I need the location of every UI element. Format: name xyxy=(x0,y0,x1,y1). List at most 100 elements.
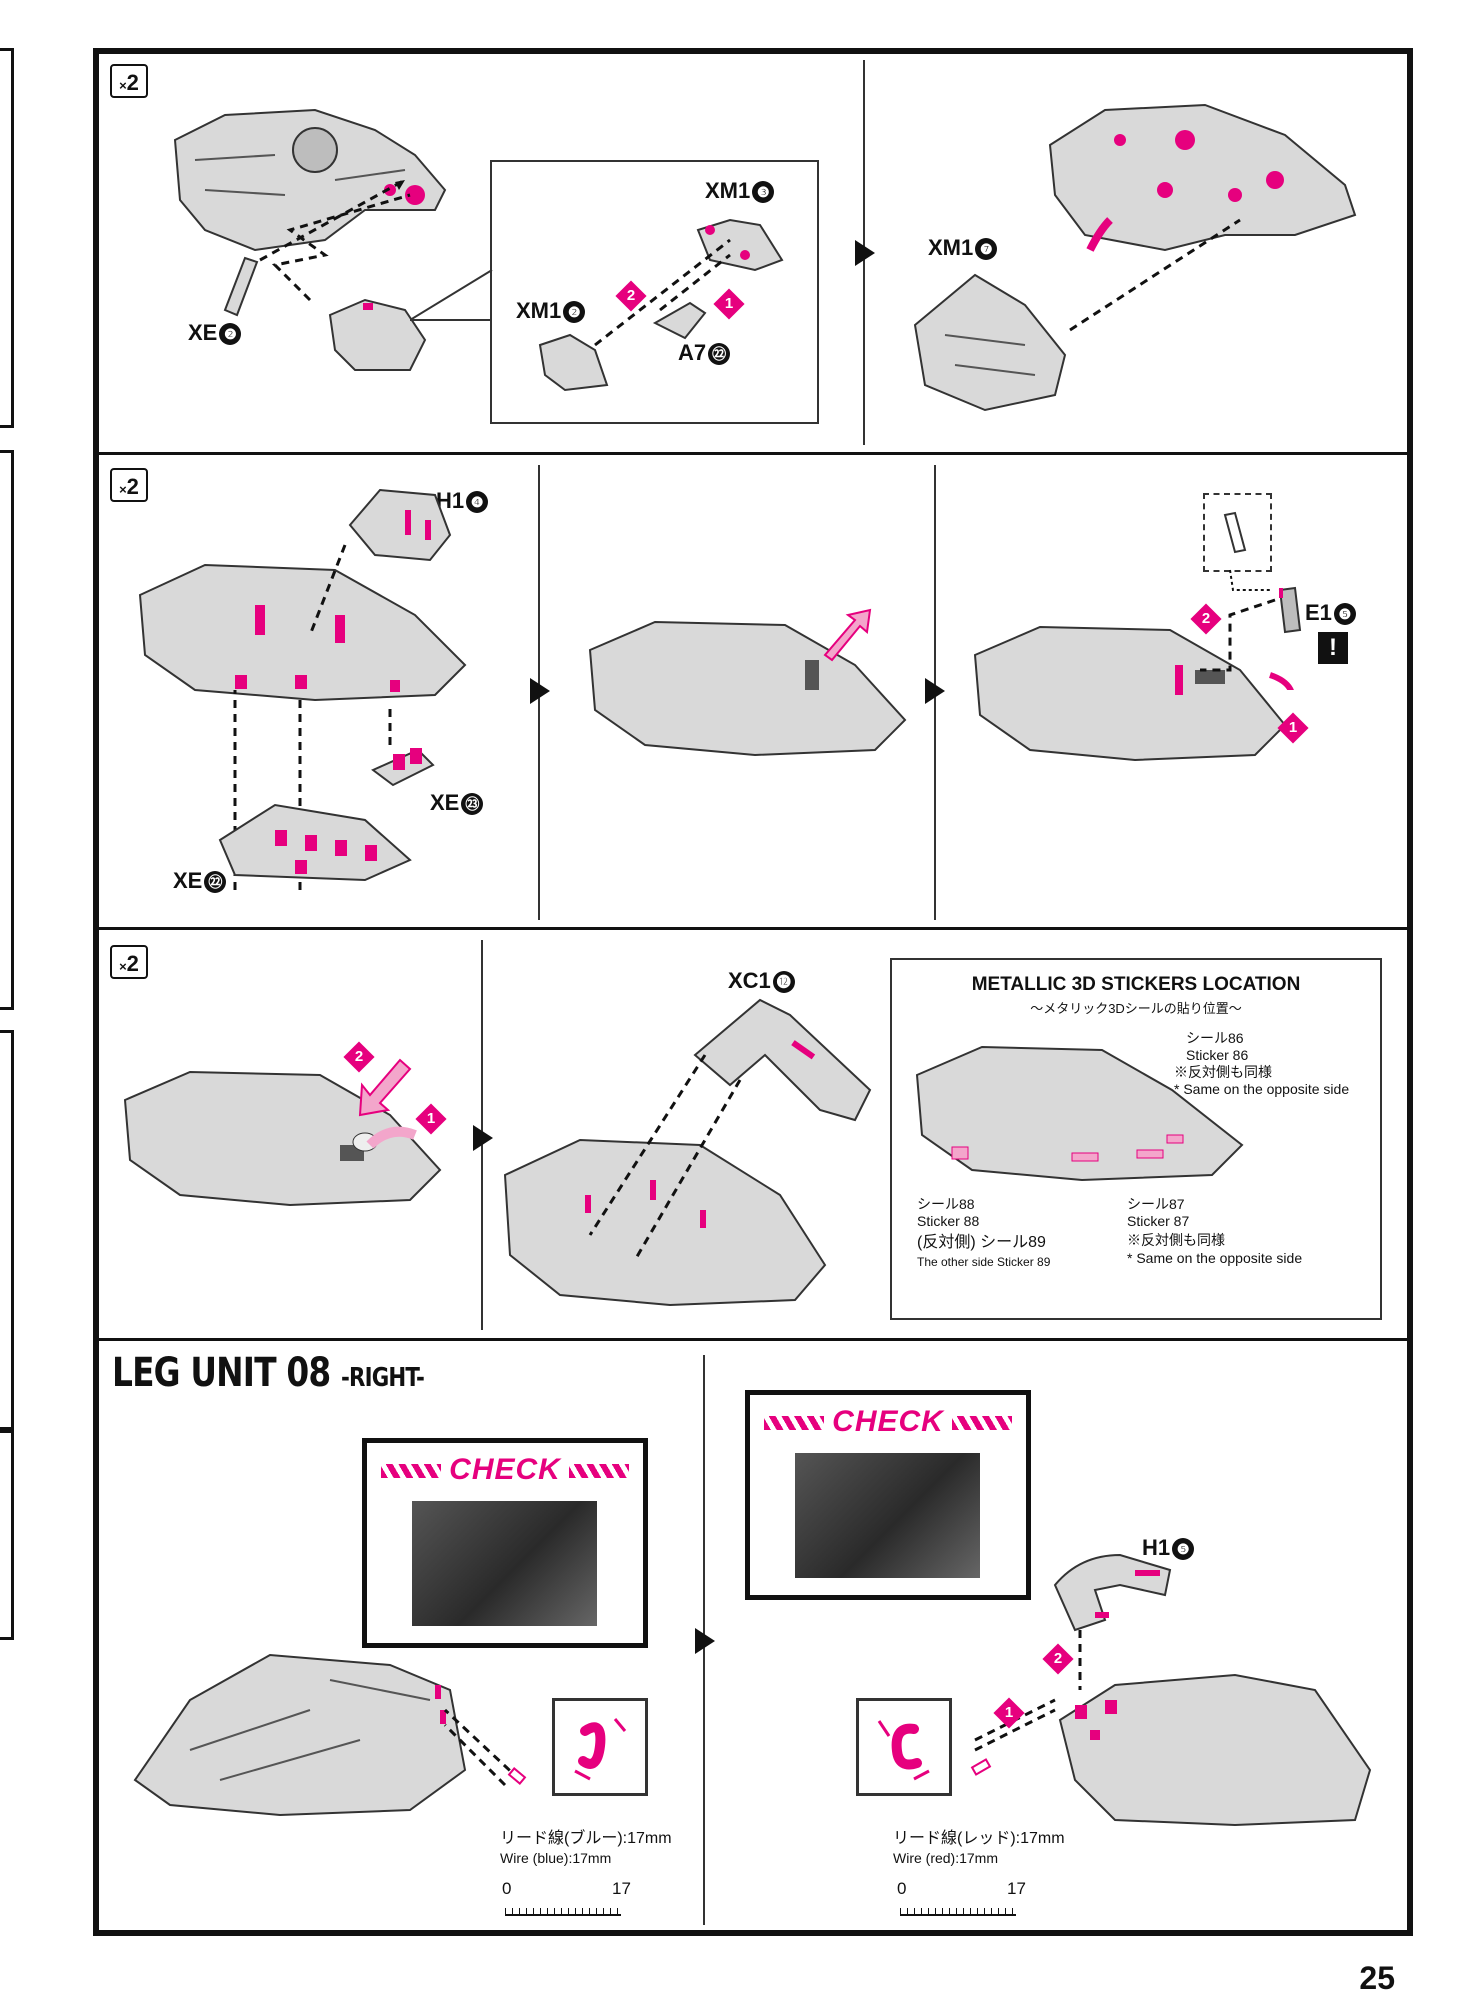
assembly-arrows xyxy=(1069,217,1241,332)
frame-part-illustration xyxy=(138,563,467,702)
xc1-part xyxy=(693,998,872,1122)
section-divider xyxy=(99,927,1407,930)
frame-part-illustration xyxy=(973,625,1287,762)
assembly-arrows xyxy=(1200,569,1294,690)
sticker-88-jp: シール88 xyxy=(917,1196,975,1212)
check-box: CHECK xyxy=(745,1390,1031,1600)
wire-detail-box xyxy=(552,1698,648,1796)
edge-tab xyxy=(0,1030,14,1430)
wire-blue-en: Wire (blue):17mm xyxy=(500,1850,612,1866)
section-divider xyxy=(99,452,1407,455)
xe-part xyxy=(371,748,435,787)
leg-unit-illustration xyxy=(1058,1673,1372,1827)
assembly-arrows xyxy=(588,1054,742,1261)
sticker-87-jp: シール87 xyxy=(1127,1196,1185,1212)
step-order-marker: 2 xyxy=(1190,603,1222,635)
assembly-arrows xyxy=(259,178,411,302)
sticker-87-en: Sticker 87 xyxy=(1127,1213,1190,1229)
sticker-86-en: Sticker 86 xyxy=(1186,1047,1249,1063)
ruler-17mm xyxy=(505,1900,621,1916)
check-photo xyxy=(412,1501,597,1626)
leg-unit-illustration xyxy=(133,1653,467,1817)
check-photo xyxy=(795,1453,980,1578)
next-step-arrow xyxy=(925,678,945,704)
wire-arrows xyxy=(443,1708,527,1787)
page-number: 25 xyxy=(1359,1960,1395,1996)
h1-part xyxy=(1053,1553,1172,1632)
edge-tab xyxy=(0,1430,14,1640)
assembly-arrows xyxy=(974,1630,1082,1752)
wire-red-jp: リード線(レッド):17mm xyxy=(893,1830,1065,1847)
frame-part-illustration xyxy=(173,108,447,252)
e1-part xyxy=(1223,511,1247,554)
multiplier-badge: ××22 xyxy=(110,945,148,979)
step-order-marker: 1 xyxy=(1277,712,1309,744)
sticker-87-note-jp: ※反対側も同様 xyxy=(1127,1232,1225,1248)
section-divider xyxy=(99,1338,1407,1341)
press-arrows xyxy=(358,1058,417,1149)
step-order-marker: 1 xyxy=(713,288,745,320)
step-order-marker: 2 xyxy=(343,1041,375,1073)
multiplier-badge: ××22 xyxy=(110,468,148,502)
edge-tab xyxy=(0,48,14,428)
wire-detail-box xyxy=(856,1698,952,1796)
section-title: LEG UNIT 08 -RIGHT- xyxy=(112,1350,425,1396)
ruler-end: 17 xyxy=(612,1879,631,1898)
sticker-subtitle: ～メタリック3Dシールの貼り位置～ xyxy=(1030,1001,1242,1016)
multiplier-badge: ××22 xyxy=(110,64,148,98)
sticker-89-en: The other side Sticker 89 xyxy=(917,1255,1051,1269)
step-order-marker: 1 xyxy=(993,1697,1025,1729)
step-order-marker: 2 xyxy=(1042,1643,1074,1675)
sticker-location-box: METALLIC 3D STICKERS LOCATION ～メタリック3Dシー… xyxy=(890,958,1382,1320)
sticker-part-illustration xyxy=(915,1045,1244,1182)
step-order-marker: 1 xyxy=(415,1103,447,1135)
sticker-87-note-en: * Same on the opposite side xyxy=(1127,1250,1303,1266)
frame-part-illustration xyxy=(1048,103,1357,252)
next-step-arrow xyxy=(530,678,550,704)
check-box: CHECK xyxy=(362,1438,648,1648)
xm1-part xyxy=(913,273,1067,412)
sticker-86-note-en: * Same on the opposite side xyxy=(1174,1081,1350,1097)
xe-part xyxy=(223,256,259,317)
ruler-end: 17 xyxy=(1007,1879,1026,1898)
sticker-89-jp: (反対側) シール89 xyxy=(917,1234,1046,1251)
wire-blue-jp: リード線(ブルー):17mm xyxy=(500,1830,672,1847)
next-step-arrow xyxy=(855,240,875,266)
caution-icon: ! xyxy=(1318,632,1348,664)
zoom-pointer xyxy=(410,270,493,321)
wire-blue-icon xyxy=(574,1718,627,1781)
sticker-88-en: Sticker 88 xyxy=(917,1213,980,1229)
next-step-arrow xyxy=(695,1628,715,1654)
a7-part xyxy=(652,301,707,340)
h1-part xyxy=(348,488,452,562)
xm1-part xyxy=(696,218,784,272)
e1-part xyxy=(1278,586,1302,634)
sticker-86-jp: シール86 xyxy=(1186,1030,1244,1046)
xe-part xyxy=(218,803,412,882)
wire-red-en: Wire (red):17mm xyxy=(893,1850,999,1866)
lower-part-illustration xyxy=(328,298,427,371)
assembly-arrows xyxy=(594,238,731,347)
sticker-title: METALLIC 3D STICKERS LOCATION xyxy=(971,974,1301,995)
ruler-start: 0 xyxy=(897,1879,907,1898)
wire-red-icon xyxy=(877,1720,930,1781)
wire-red-piece xyxy=(970,1758,992,1776)
ruler-17mm xyxy=(900,1900,1016,1916)
ruler-start: 0 xyxy=(502,1879,512,1898)
next-step-arrow xyxy=(473,1125,493,1151)
sticker-86-note-jp: ※反対側も同様 xyxy=(1174,1064,1272,1080)
step-order-marker: 2 xyxy=(615,280,647,312)
xm1-part xyxy=(538,333,609,392)
frame-part-illustration xyxy=(503,1138,827,1307)
